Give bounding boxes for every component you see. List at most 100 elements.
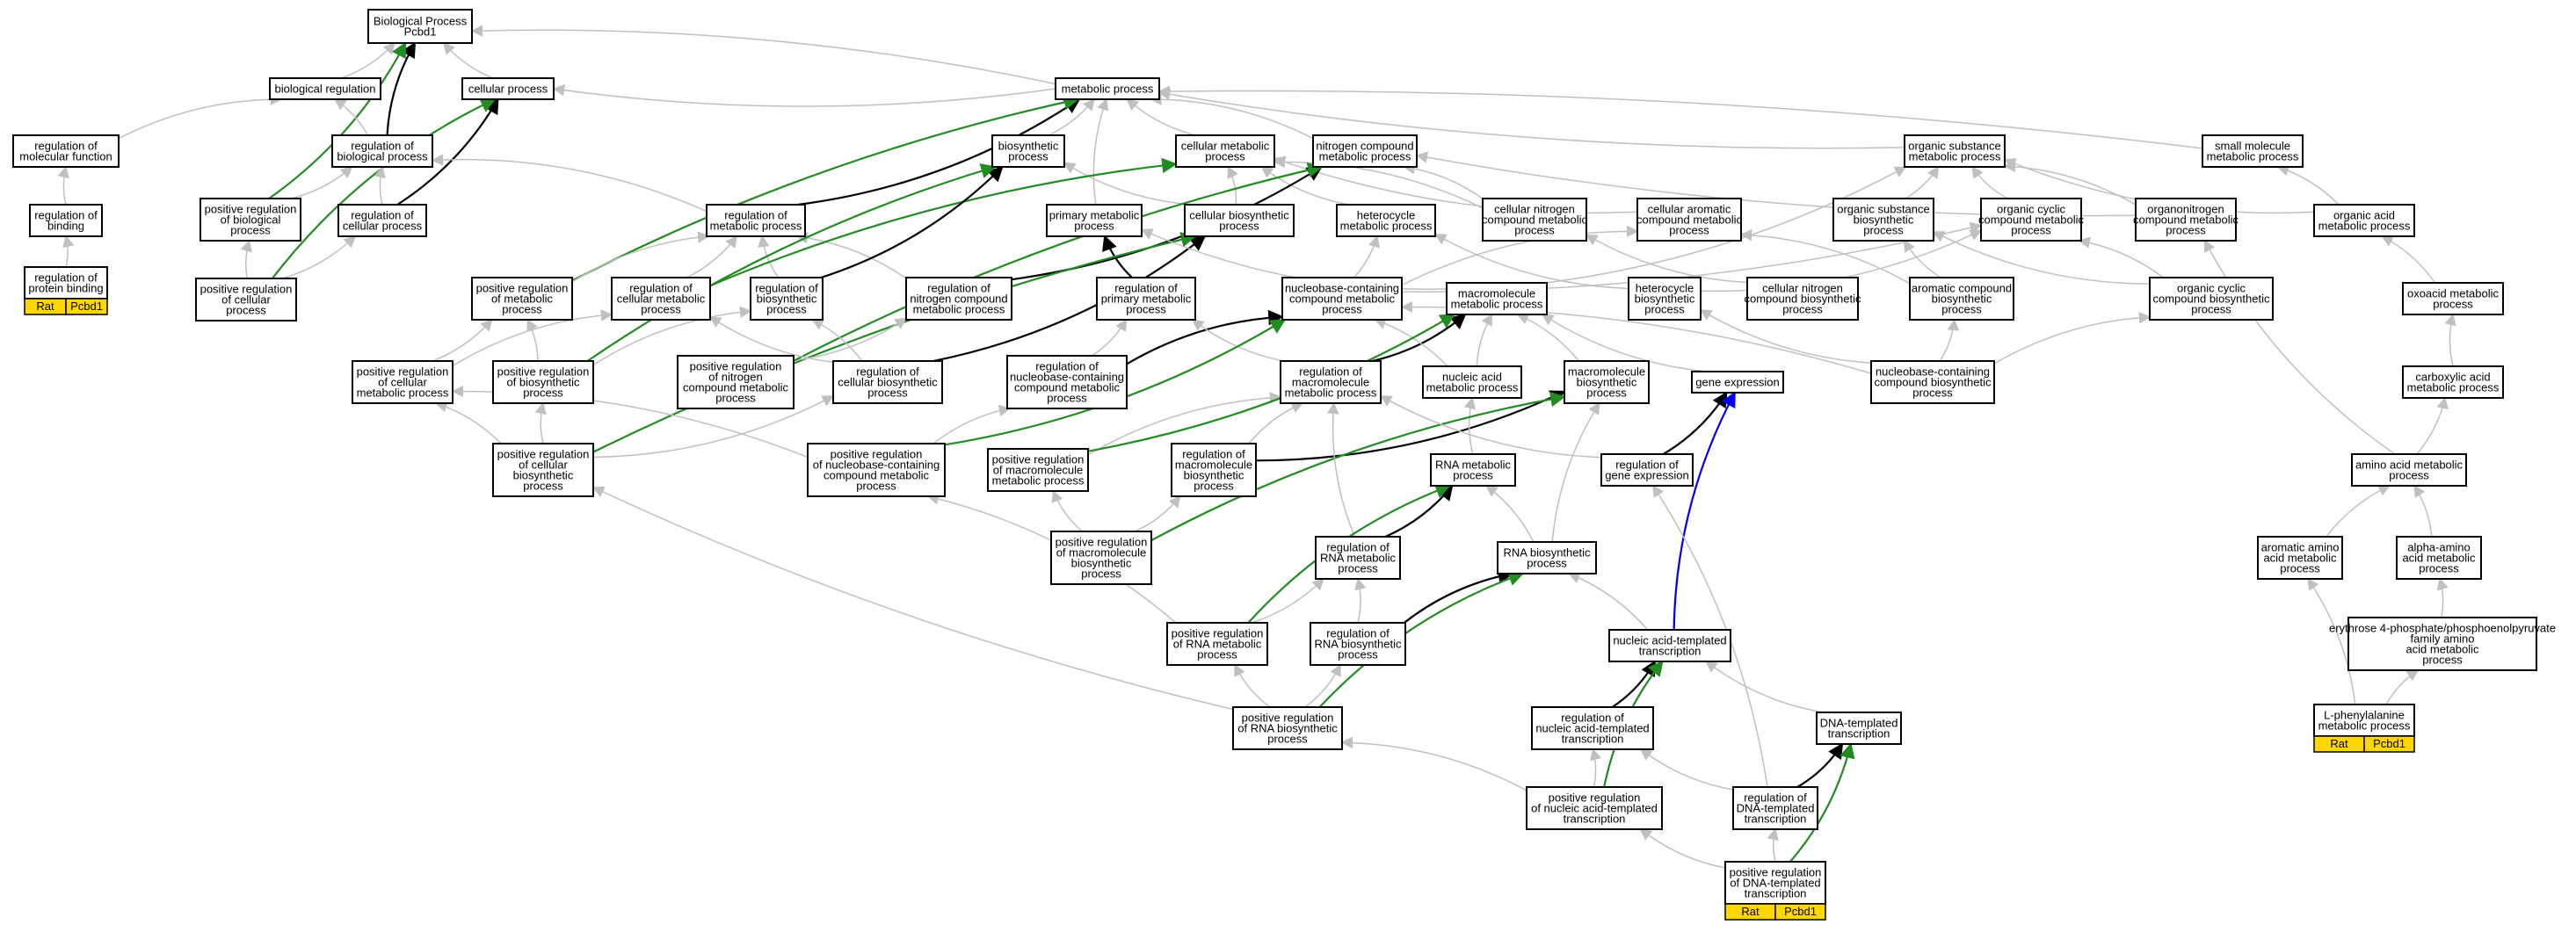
term-label-line: compound metabolic	[1636, 213, 1742, 227]
go-term-reg-nucleobase-containing-compound-metabolic[interactable]: regulation ofnucleobase-containingcompou…	[1006, 355, 1128, 409]
term-box	[677, 355, 795, 409]
term-label-line: regulation of	[1326, 627, 1390, 640]
term-label-line: positive regulation	[476, 282, 569, 295]
term-box	[2396, 536, 2482, 580]
term-box	[987, 448, 1089, 492]
term-box	[2135, 198, 2237, 242]
edge-pos_reg_nucleobase_containing-to-reg_nucleobase_containing_compound_metabolic	[932, 404, 1012, 444]
go-term-biological-regulation[interactable]: biological regulation	[269, 77, 381, 100]
term-label-line: family amino	[2411, 632, 2475, 646]
go-term-gene-expression[interactable]: gene expression	[1691, 371, 1784, 394]
go-term-erythrose[interactable]: erythrose 4-phosphate/phosphoenolpyruvat…	[2329, 617, 2556, 671]
edge-reg_cellular_biosynthetic-to-cellular_biosynthetic_process	[932, 235, 1207, 363]
go-term-metabolic-process[interactable]: metabolic process	[1055, 77, 1160, 100]
term-label-line: cellular process	[343, 220, 423, 233]
edge-reg_nucleic_acid_templated_transcription-to-nucleic_acid_templated_transcription	[1611, 660, 1657, 708]
term-label-line: process	[1941, 303, 1982, 316]
edge-reg_macromolecule_biosynthetic-to-reg_macromolecule_metabolic	[1248, 401, 1304, 444]
term-label-line: transcription	[1745, 813, 1807, 826]
term-label-line: Biological Process	[374, 15, 468, 28]
go-term-cellular-process[interactable]: cellular process	[461, 77, 555, 100]
edge-biological_regulation-to-bp	[341, 42, 396, 79]
term-label-line: biosynthetic	[998, 140, 1059, 153]
term-label-line: process	[1586, 387, 1627, 400]
term-label-line: RNA biosynthetic	[1315, 638, 1402, 651]
go-term-reg-macromolecule-biosynthetic[interactable]: regulation ofmacromoleculebiosyntheticpr…	[1171, 443, 1257, 497]
term-label-line: metabolic process	[913, 303, 1005, 316]
term-box	[807, 443, 946, 497]
edge-cellular_nitrogen_compound_metabolic-to-nitrogen_compound_metabolic	[1403, 163, 1484, 199]
edge-primary_metabolic_process-to-metabolic_process	[1092, 98, 1109, 206]
term-label-line: molecular function	[19, 150, 112, 163]
term-label-line: regulation of	[1114, 282, 1178, 295]
edge-pos_reg_nucleic_acid_templated_transcription-to-reg_nucleic_acid_templated_transcription	[1590, 748, 1602, 788]
term-label-line: process	[1194, 480, 1234, 493]
